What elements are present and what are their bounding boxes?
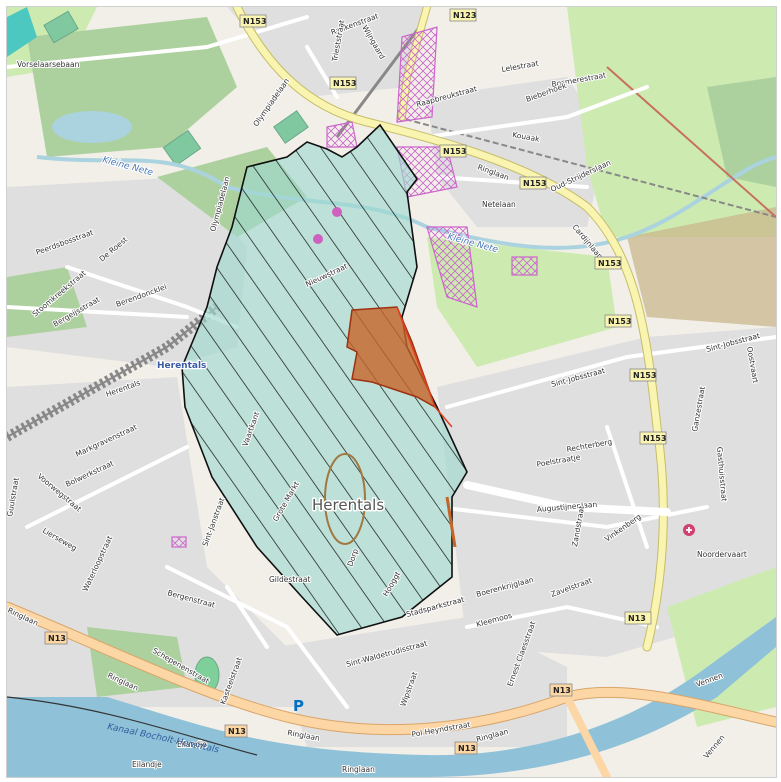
marker-dot[interactable] — [332, 207, 342, 217]
street-label: Vorselaarsebaan — [17, 60, 80, 69]
hatch-pattern — [182, 125, 467, 635]
pond — [52, 111, 132, 143]
road-shield: N13 — [224, 724, 248, 738]
parking-icon[interactable]: P — [293, 697, 304, 715]
pond-corner — [7, 7, 37, 57]
road-shield: N123 — [449, 8, 476, 22]
hospital-icon[interactable] — [683, 524, 695, 536]
orange-zone[interactable] — [346, 306, 437, 409]
road-shield: N13 — [454, 741, 478, 755]
road-shield: N13 — [549, 683, 573, 697]
road-shield: N153 — [629, 368, 656, 382]
road-shield: N153 — [439, 144, 466, 158]
orange-strip — [445, 496, 457, 548]
trunk-road-n13 — [7, 601, 776, 777]
svg-text:N13: N13 — [553, 686, 571, 695]
svg-text:N153: N153 — [243, 17, 266, 26]
road-shield: N153 — [519, 176, 546, 190]
svg-text:N153: N153 — [633, 371, 656, 380]
street-label: Netelaan — [482, 200, 516, 209]
svg-text:N13: N13 — [458, 744, 476, 753]
canal-bank — [7, 696, 258, 756]
svg-text:N153: N153 — [608, 317, 631, 326]
road-shield: N153 — [594, 256, 621, 270]
svg-text:N13: N13 — [48, 634, 66, 643]
road-shield: N153 — [239, 14, 266, 28]
svg-text:N13: N13 — [628, 614, 646, 623]
old-town-outline — [324, 453, 366, 545]
road-shield: N13 — [44, 631, 68, 645]
svg-text:N153: N153 — [443, 147, 466, 156]
orange-zone-edge — [396, 306, 453, 428]
street-label: Ringlaan — [342, 765, 375, 774]
minor-roads — [7, 15, 776, 709]
road-shield: N153 — [604, 314, 631, 328]
svg-text:N153: N153 — [523, 179, 546, 188]
road-shield: N153 — [329, 76, 356, 90]
road-shield: N13 — [624, 611, 652, 625]
station-place-label: Herentals — [157, 361, 206, 371]
residential-areas — [7, 7, 776, 747]
road-shield: N153 — [639, 431, 666, 445]
marker-dot[interactable] — [313, 234, 323, 244]
road-shields: N153 N123 N153 N153 N153 N153 N153 N153 … — [44, 8, 666, 755]
svg-text:N153: N153 — [598, 259, 621, 268]
svg-text:N123: N123 — [453, 11, 476, 20]
map-canvas[interactable]: Vorselaarsebaan Rankenstraat Trieststraa… — [7, 7, 776, 777]
street-label: Eilandje — [177, 740, 207, 749]
street-label: Eilandje — [132, 760, 162, 769]
street-label: Noordervaart — [697, 550, 747, 559]
heath-area — [627, 207, 776, 327]
svg-text:N153: N153 — [643, 434, 666, 443]
svg-text:N153: N153 — [333, 79, 356, 88]
map-frame[interactable]: Vorselaarsebaan Rankenstraat Trieststraa… — [6, 6, 777, 778]
street-label: Gildestraat — [269, 575, 310, 584]
svg-text:N13: N13 — [228, 727, 246, 736]
town-label: Herentals — [312, 496, 384, 514]
